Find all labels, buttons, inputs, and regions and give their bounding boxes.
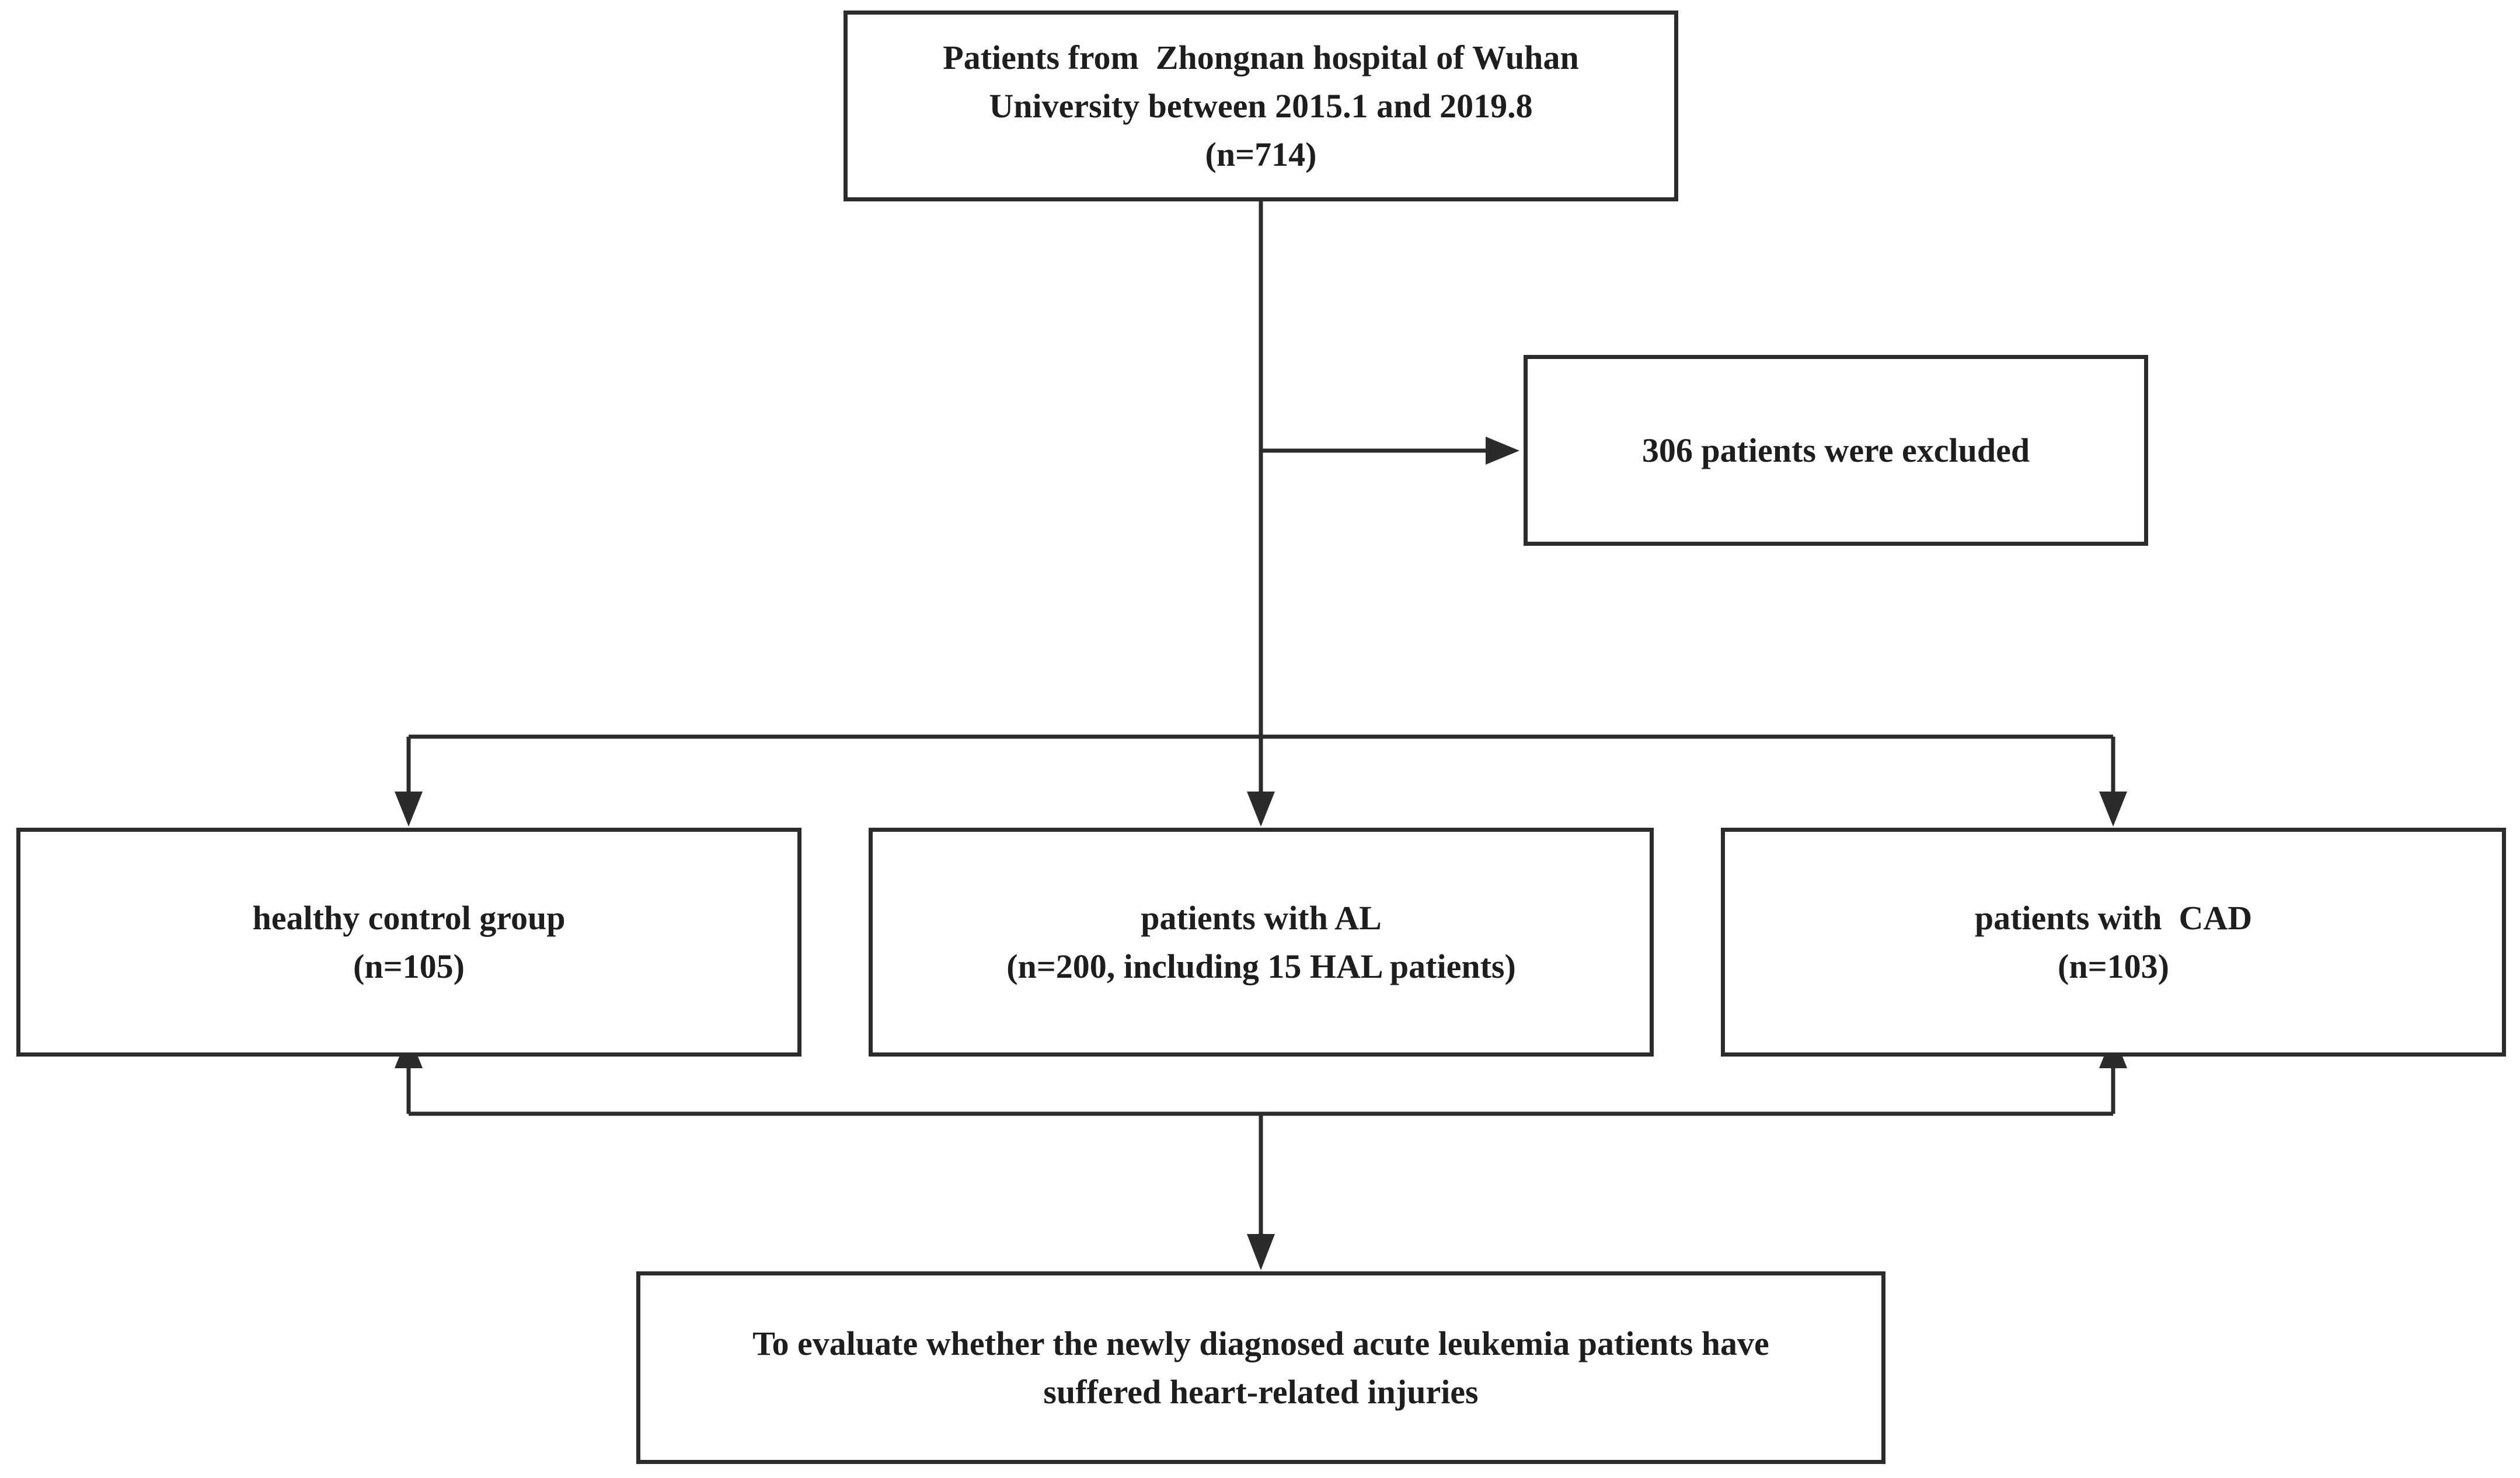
healthy-control-line-2: (n=105): [353, 947, 465, 985]
al-patients-line-1: patients with AL: [1141, 899, 1382, 937]
arrowhead-right: [1486, 437, 1519, 465]
source-line-1: Patients from Zhongnan hospital of Wuhan: [943, 39, 1579, 76]
objective-line-1: To evaluate whether the newly diagnosed …: [752, 1324, 1769, 1362]
cad-patients-box: patients with CAD (n=103): [1721, 828, 2506, 1057]
arrowhead-down-right: [2099, 792, 2127, 827]
source-line-3: (n=714): [1205, 135, 1317, 173]
source-population-box: Patients from Zhongnan hospital of Wuhan…: [844, 11, 1678, 201]
source-line-2: University between 2015.1 and 2019.8: [989, 87, 1533, 125]
cad-patients-line-1: patients with CAD: [1974, 899, 2253, 937]
healthy-control-line-1: healthy control group: [252, 899, 566, 937]
objective-line-2: suffered heart-related injuries: [1043, 1373, 1479, 1411]
al-patients-box: patients with AL (n=200, including 15 HA…: [869, 828, 1654, 1057]
arrowhead-down-center: [1247, 792, 1275, 827]
healthy-control-box: healthy control group (n=105): [16, 828, 801, 1057]
arrowhead-down-left: [395, 792, 423, 827]
arrowhead-down-objective: [1247, 1234, 1275, 1270]
excluded-line-1: 306 patients were excluded: [1641, 431, 2030, 469]
cad-patients-line-2: (n=103): [2058, 947, 2169, 985]
excluded-box: 306 patients were excluded: [1524, 355, 2148, 546]
objective-box: To evaluate whether the newly diagnosed …: [636, 1271, 1885, 1464]
al-patients-line-2: (n=200, including 15 HAL patients): [1006, 947, 1516, 985]
